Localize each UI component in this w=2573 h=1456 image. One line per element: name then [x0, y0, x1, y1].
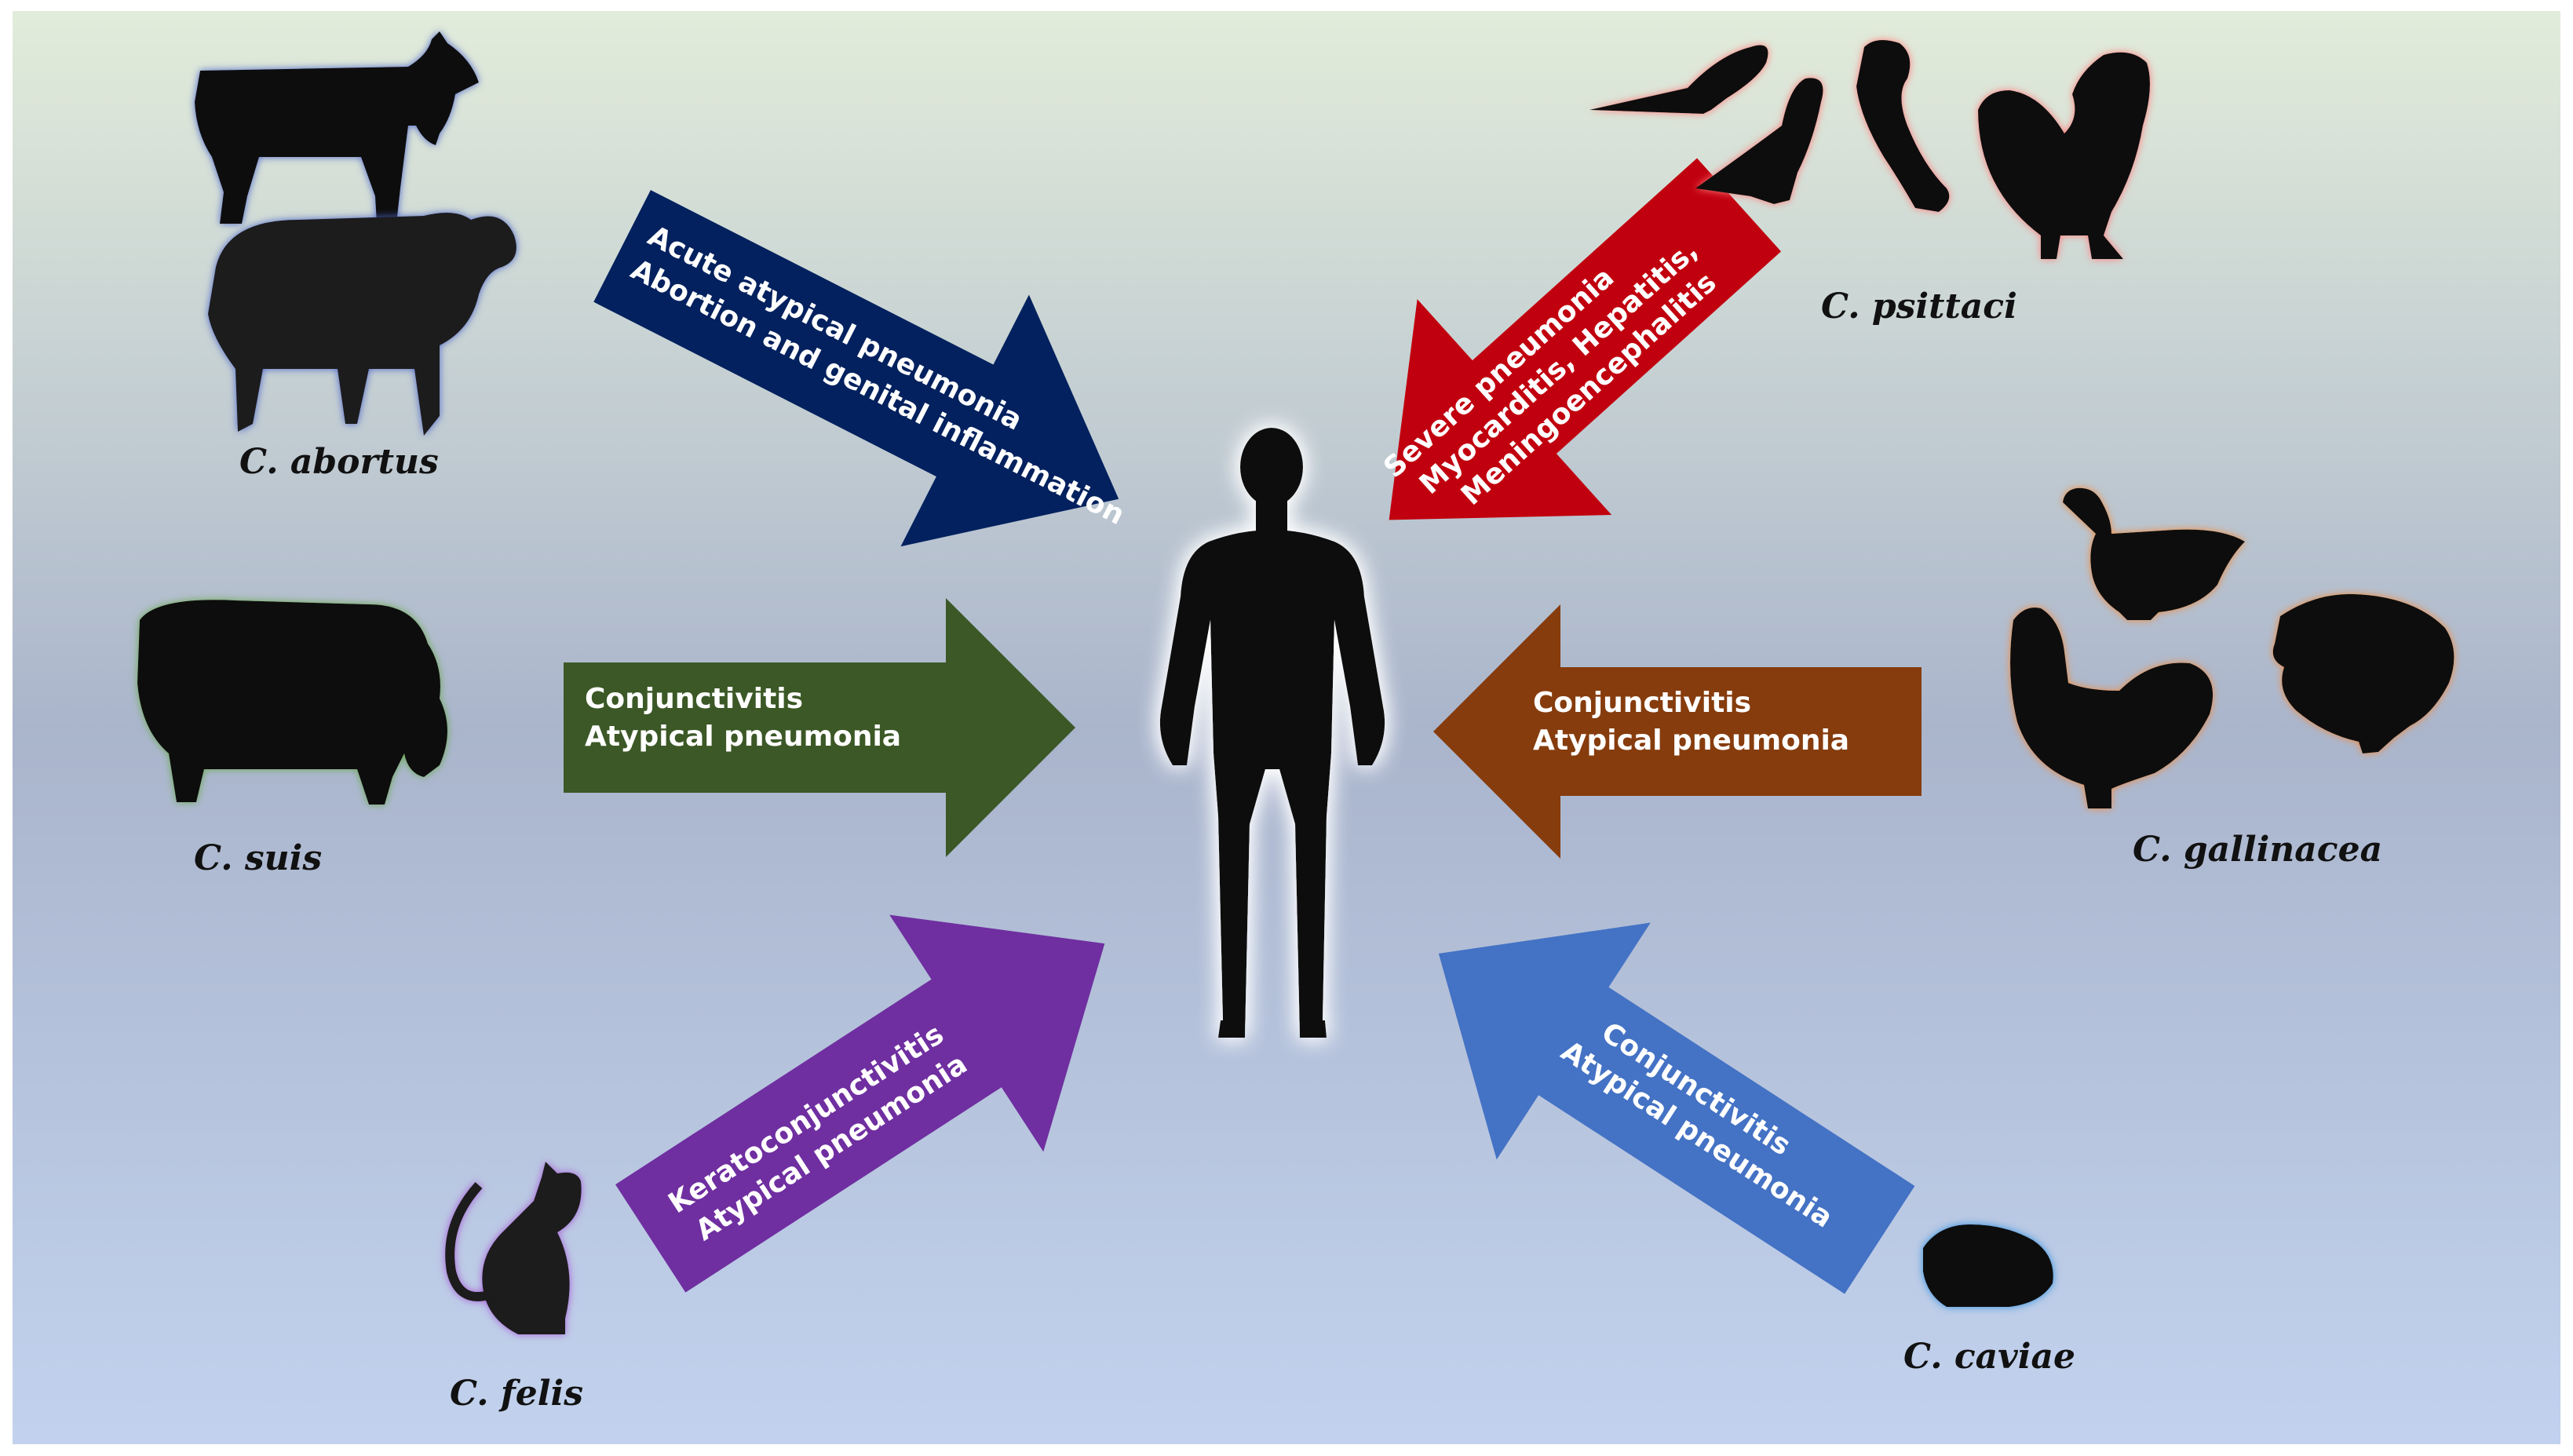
- suis-symptom-2: Atypical pneumonia: [585, 721, 901, 753]
- label-c-gallinacea: C. gallinacea: [2133, 830, 2382, 870]
- cat-icon: [445, 1162, 582, 1334]
- parakeet-icon: [1589, 45, 1768, 114]
- sheep-icon: [208, 213, 516, 436]
- arrow-gallinacea: Conjunctivitis Atypical pneumonia: [1433, 604, 1922, 859]
- gallinacea-symptom-2: Atypical pneumonia: [1533, 724, 1849, 757]
- label-c-abortus: C. abortus: [239, 442, 439, 482]
- gallinacea-symptom-1: Conjunctivitis: [1533, 687, 1751, 719]
- pig-icon: [137, 600, 447, 805]
- label-c-felis: C. felis: [450, 1374, 583, 1414]
- label-c-psittaci: C. psittaci: [1821, 286, 2017, 327]
- arrow-suis: Conjunctivitis Atypical pneumonia: [564, 598, 1075, 857]
- goat-icon: [195, 31, 479, 224]
- rooster-icon: [1978, 52, 2150, 260]
- label-c-caviae: C. caviae: [1903, 1337, 2075, 1377]
- turkey-icon: [2272, 593, 2454, 754]
- suis-symptom-1: Conjunctivitis: [585, 683, 803, 715]
- human-silhouette-icon: [1159, 428, 1385, 1038]
- duck-icon: [2063, 487, 2245, 620]
- cockatoo-icon: [1856, 40, 1950, 212]
- guinea-pig-icon: [1923, 1224, 2053, 1307]
- pigeon-icon: [1695, 78, 1823, 204]
- label-c-suis: C. suis: [194, 838, 322, 878]
- chicken-icon: [2010, 608, 2214, 808]
